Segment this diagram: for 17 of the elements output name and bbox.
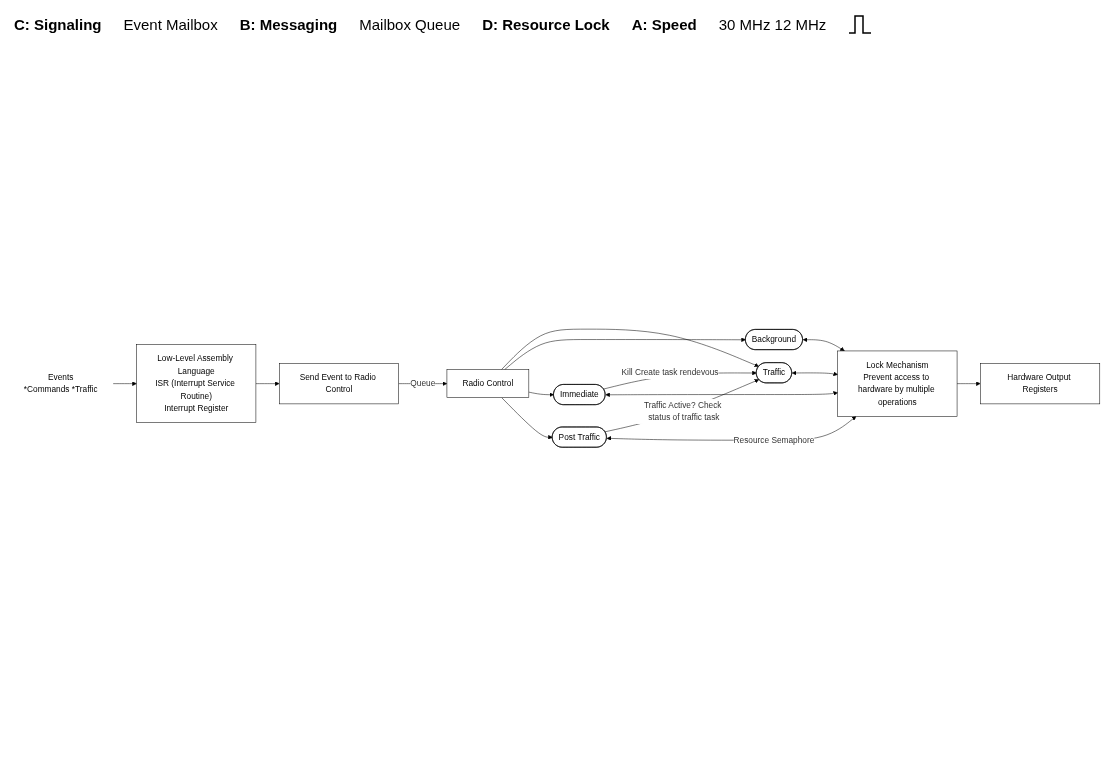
edge-label: Resource Semaphore <box>733 435 815 445</box>
node-box: Send Event to Radio Control <box>279 362 399 404</box>
node-box: Radio Control <box>446 369 530 398</box>
node-text: Events *Commands *Traffic <box>23 372 98 394</box>
node-box: Lock Mechanism Prevent access to hardware by multiple operations <box>837 350 958 417</box>
section-heading: B: Messaging <box>239 15 338 33</box>
edge-label: Queue <box>410 378 436 388</box>
node-box: Hardware Output Registers <box>980 362 1101 404</box>
note-text: Event Mailbox <box>123 15 218 33</box>
edge-label: Kill Create task rendevous <box>621 367 719 377</box>
note-text: 30 MHz 12 MHz <box>718 15 827 33</box>
note-text: Mailbox Queue <box>359 15 461 33</box>
section-heading: C: Signaling <box>14 15 102 33</box>
node-box: Low-Level Assembly Language ISR (Interrupt Service Routine) Interrupt Register <box>136 344 257 423</box>
edge-label: Traffic Active? Check status of traffic task <box>643 400 722 422</box>
section-heading: D: Resource Lock <box>482 15 610 33</box>
section-heading: A: Speed <box>631 15 697 33</box>
